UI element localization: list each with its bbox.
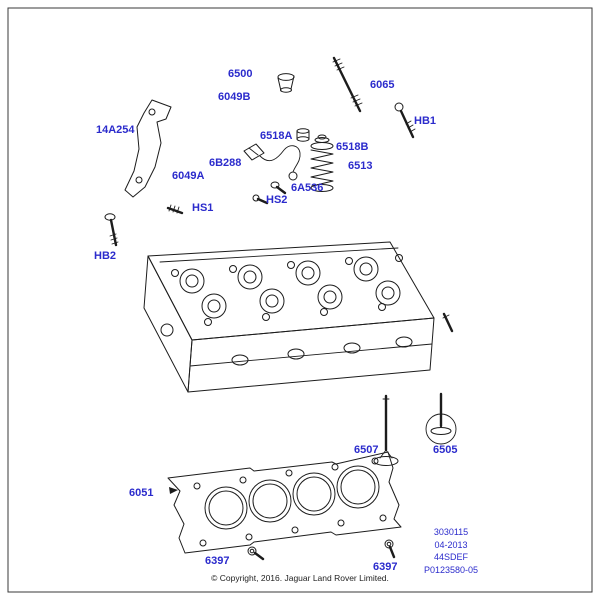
- bracket-14a254: [124, 99, 172, 198]
- bolt-hb2: [104, 213, 119, 247]
- part-label-6397-left[interactable]: 6397: [205, 555, 230, 567]
- intake-valve: [373, 394, 399, 466]
- bolt-hs2: [252, 194, 269, 205]
- sensor-6b288: [243, 143, 301, 181]
- plate-reference: P0123580-05: [423, 564, 479, 575]
- part-label-hb1[interactable]: HB1: [414, 115, 437, 127]
- part-label-6518b[interactable]: 6518B: [336, 141, 369, 153]
- stud-hs1: [166, 204, 184, 215]
- dowel-pin: [442, 312, 454, 333]
- part-label-6518a[interactable]: 6518A: [260, 130, 293, 142]
- part-label-6507[interactable]: 6507: [354, 444, 379, 456]
- part-label-6513[interactable]: 6513: [348, 160, 373, 172]
- part-label-14a254[interactable]: 14A254: [96, 124, 135, 136]
- plate-date: 04-2013: [434, 539, 468, 550]
- part-label-hb2[interactable]: HB2: [94, 250, 117, 262]
- part-label-hs1[interactable]: HS1: [192, 202, 214, 214]
- cylinder-head: [143, 241, 435, 393]
- part-label-6049b[interactable]: 6049B: [218, 91, 251, 103]
- plate-code: 44SDEF: [433, 552, 468, 562]
- bolt-hb1: [394, 102, 416, 139]
- part-label-hs2[interactable]: HS2: [266, 194, 288, 206]
- plate-info: 3030115 04-2013 44SDEF P0123580-05: [408, 526, 494, 576]
- part-label-6b288[interactable]: 6B288: [209, 157, 242, 169]
- valve-stem-seal: [296, 128, 310, 142]
- part-label-6049a[interactable]: 6049A: [172, 170, 205, 182]
- plate-number: 3030115: [433, 527, 469, 537]
- part-label-6500[interactable]: 6500: [228, 68, 253, 80]
- bolt-6397-left: [247, 546, 265, 561]
- part-label-6505[interactable]: 6505: [433, 444, 458, 456]
- assembly-guide-lines: [114, 92, 442, 551]
- exhaust-valve: [425, 392, 457, 445]
- part-label-6051[interactable]: 6051: [129, 487, 154, 499]
- spring-retainer: [314, 134, 330, 143]
- part-label-6065[interactable]: 6065: [370, 79, 395, 91]
- part-label-6397-right[interactable]: 6397: [373, 561, 398, 573]
- bolt-6397-right: [384, 539, 396, 559]
- head-stud: [332, 56, 363, 113]
- bolt-6a536: [270, 181, 287, 195]
- copyright-note: © Copyright, 2016. Jaguar Land Rover Lim…: [211, 573, 389, 583]
- part-label-6a536[interactable]: 6A536: [291, 182, 324, 194]
- leader-lines: [107, 76, 446, 561]
- page-border: [7, 7, 593, 593]
- cup-plug: [277, 73, 295, 93]
- head-gasket: [167, 451, 402, 554]
